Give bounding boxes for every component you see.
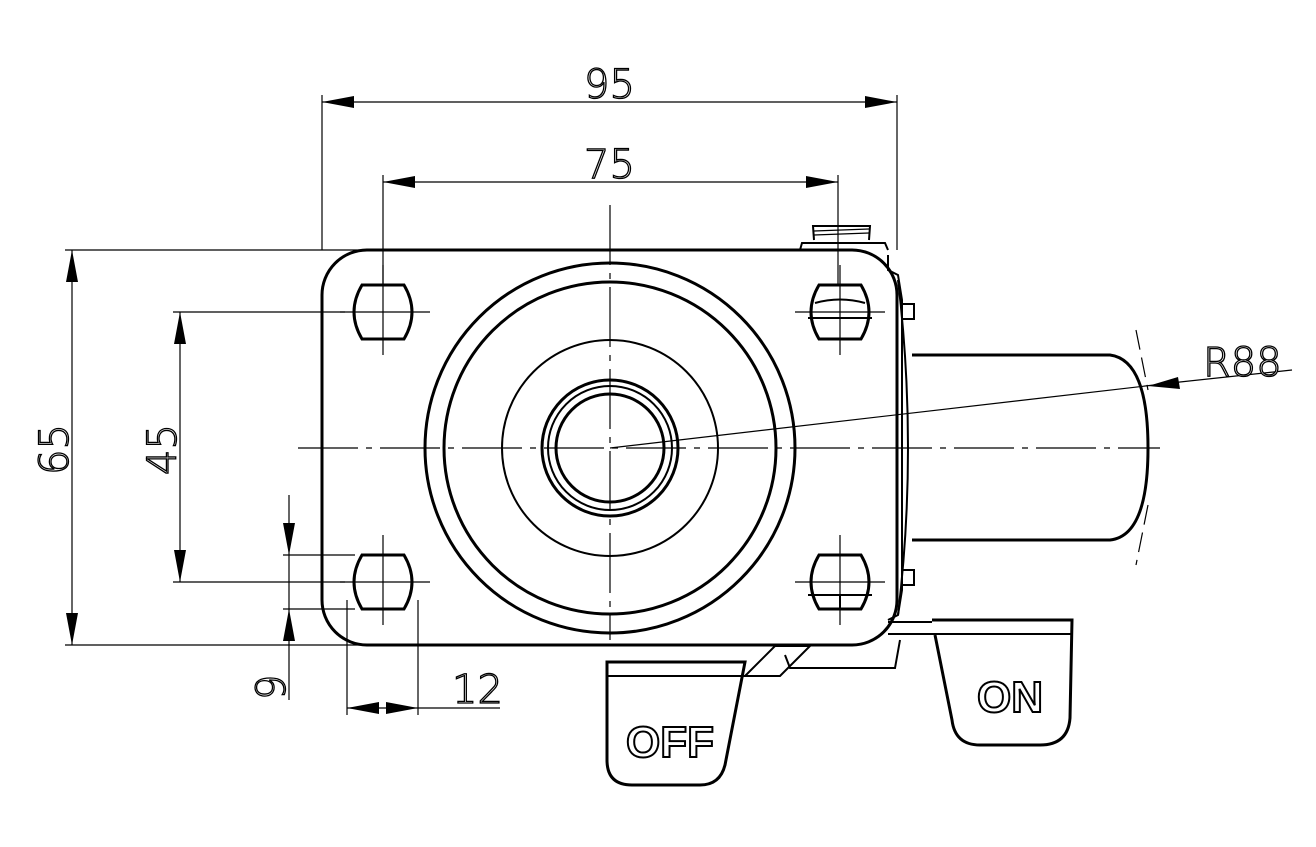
hole-center-lines [340,265,885,625]
dimension-75: 75 [382,141,839,285]
svg-text:75: 75 [584,142,635,188]
dimension-45: 45 [139,311,345,583]
slot-hole [809,553,871,611]
svg-text:R88: R88 [1203,340,1282,386]
svg-text:65: 65 [32,424,78,475]
dimension-9: 9 [248,495,355,701]
threaded-stem [799,225,889,251]
dimension-r88: R88 [609,339,1293,449]
svg-text:12: 12 [452,667,503,713]
dimension-95: 95 [321,61,898,250]
brake-on-pedal: ON [888,618,1074,747]
slot-hole [352,283,414,341]
bracket-tab [901,303,915,320]
svg-text:9: 9 [249,675,295,700]
bracket-edge [887,255,903,621]
dimension-12: 12 [346,600,504,715]
slot-hole [809,283,871,341]
slot-hole [352,553,414,611]
off-label: OFF [626,718,714,767]
dimension-65: 65 [31,249,370,646]
svg-text:45: 45 [140,424,186,475]
bracket-tab [901,569,915,586]
wheel [912,353,1150,542]
svg-text:95: 95 [584,62,635,108]
brake-off-pedal: OFF [605,639,901,787]
on-label: ON [977,673,1043,722]
